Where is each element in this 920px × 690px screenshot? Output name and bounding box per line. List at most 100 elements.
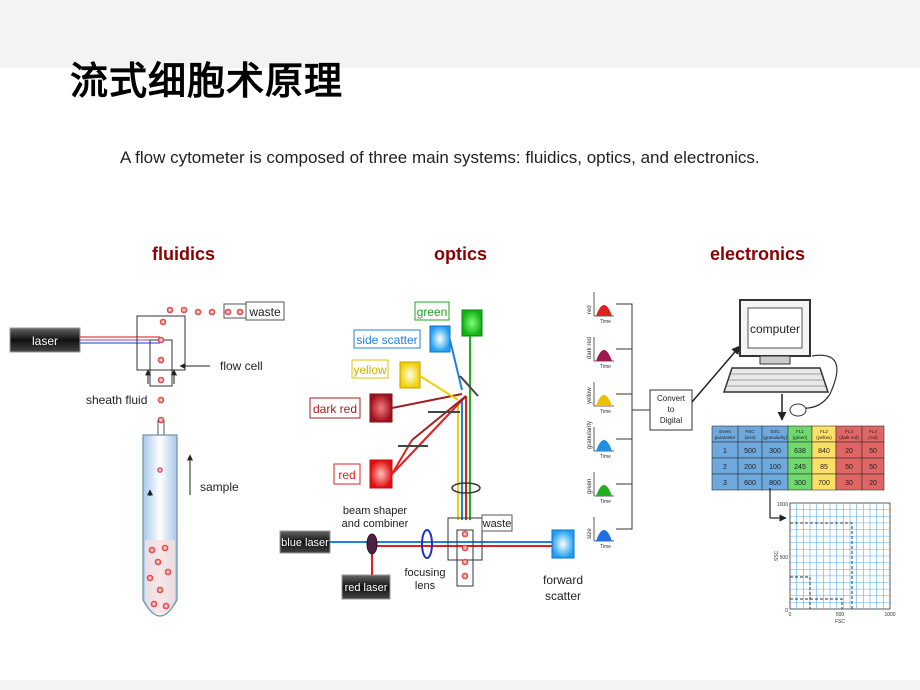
- table-cell-value: 50: [869, 448, 877, 455]
- y-tick-label: 500: [780, 555, 789, 561]
- table-header-sublabel: (red): [868, 435, 878, 440]
- beam-shaper: [366, 533, 378, 555]
- beam-combiner-label: and combiner: [342, 518, 409, 530]
- table-header-label: FSC: [746, 429, 756, 434]
- pulse-peak: [596, 530, 612, 541]
- x-tick-label: 1000: [884, 612, 895, 618]
- focusing-lens: [421, 529, 433, 559]
- time-label: Time: [600, 499, 611, 505]
- pulse-peak: [596, 395, 612, 406]
- table-cell-value: 1: [723, 448, 727, 455]
- slide-title: 流式细胞术原理: [70, 59, 344, 103]
- red-label: red: [338, 468, 355, 482]
- x-tick-label: 0: [789, 612, 792, 618]
- channel-label: red: [587, 305, 593, 314]
- convert-label-3: Digital: [660, 416, 682, 425]
- table-cell-value: 200: [744, 464, 756, 471]
- dark-red-label: dark red: [313, 402, 357, 416]
- pulse-peak: [596, 305, 612, 316]
- channel-label: yellow: [587, 387, 593, 404]
- scatter-label: scatter: [545, 589, 581, 603]
- table-cell-value: 100: [769, 464, 781, 471]
- sheath-fluid-label: sheath fluid: [86, 393, 147, 407]
- red-laser-label: red laser: [345, 582, 388, 594]
- channel-label: size: [587, 528, 593, 539]
- green-label: green: [417, 305, 448, 319]
- table-cell-value: 300: [794, 480, 806, 487]
- beam-shaper-label: beam shaper: [343, 505, 408, 517]
- optics-waste-label: waste: [482, 518, 512, 530]
- fluidics-heading: fluidics: [152, 244, 216, 264]
- table-cell-value: 2: [723, 464, 727, 471]
- optics-diagram: green side scatter yellow dark red red: [279, 301, 583, 603]
- red-label-box: [333, 463, 361, 485]
- fluidics-diagram: laser flow cell sheath fluid waste: [9, 301, 285, 617]
- mouse: [789, 403, 807, 417]
- forward-scatter-detector: [551, 529, 575, 559]
- table-cell-value: 600: [744, 480, 756, 487]
- dark-red-label-box: [309, 397, 361, 419]
- blue-laser-label: blue laser: [281, 537, 329, 549]
- optics-heading: optics: [434, 244, 488, 264]
- table-cell-value: 245: [794, 464, 806, 471]
- table-cell-value: 85: [820, 464, 828, 471]
- table-header-sublabel: (green): [793, 435, 808, 440]
- table-header-label: FL4: [869, 429, 877, 434]
- table-header-sublabel: (yellow): [816, 435, 832, 440]
- red-detector: [369, 459, 393, 489]
- header-band: [0, 0, 920, 68]
- table-cell-value: 30: [845, 480, 853, 487]
- green-label-box: [414, 301, 450, 321]
- event-data-table: EventparameterFSC(size)SSC(granularity)F…: [711, 425, 885, 491]
- channel-label: granularity: [587, 421, 593, 449]
- table-header-sublabel: parameter: [715, 435, 736, 440]
- forward-label: forward: [543, 573, 583, 587]
- optics-waste-box: [481, 514, 513, 532]
- channel-label: dark red: [587, 337, 593, 359]
- y-axis-label: SSC: [774, 550, 780, 561]
- table-cell-value: 700: [818, 480, 830, 487]
- table-header-label: SSC: [770, 429, 780, 434]
- waste-box: [245, 301, 285, 321]
- pulse-peak: [596, 485, 612, 496]
- table-header-label: FL3: [845, 429, 853, 434]
- table-header-label: FL2: [820, 429, 828, 434]
- side-scatter-detector: [429, 325, 451, 353]
- time-label: Time: [600, 409, 611, 415]
- computer-label: computer: [750, 322, 800, 336]
- table-cell-value: 800: [769, 480, 781, 487]
- time-label: Time: [600, 454, 611, 460]
- side-scatter-label-box: [353, 329, 421, 349]
- dark-red-detector: [369, 393, 393, 423]
- table-cell-value: 3: [723, 480, 727, 487]
- time-label: Time: [600, 319, 611, 325]
- table-header-label: FL1: [796, 429, 804, 434]
- footer-band: [0, 680, 920, 690]
- yellow-label-box: [351, 359, 389, 379]
- table-header-sublabel: (dark red): [839, 435, 859, 440]
- table-cell: [861, 473, 885, 491]
- table-header-label: Event: [719, 429, 731, 434]
- intro-text: A flow cytometer is composed of three ma…: [120, 148, 760, 167]
- pulse-peak: [596, 440, 612, 451]
- lens-label: lens: [415, 580, 436, 592]
- table-header-sublabel: (granularity): [763, 435, 788, 440]
- convert-box: [649, 389, 693, 431]
- convert-label-1: Convert: [657, 394, 686, 403]
- channel-5: size Time: [587, 409, 650, 550]
- channel-label: green: [587, 479, 593, 494]
- focusing-label: focusing: [405, 567, 446, 579]
- x-axis-label: FSC: [835, 619, 845, 625]
- time-label: Time: [600, 364, 611, 370]
- sample-label: sample: [200, 480, 239, 494]
- table-cell-value: 20: [869, 480, 877, 487]
- pulse-peak: [596, 350, 612, 361]
- y-tick-label: 1000: [777, 502, 788, 508]
- laser-label: laser: [32, 334, 58, 348]
